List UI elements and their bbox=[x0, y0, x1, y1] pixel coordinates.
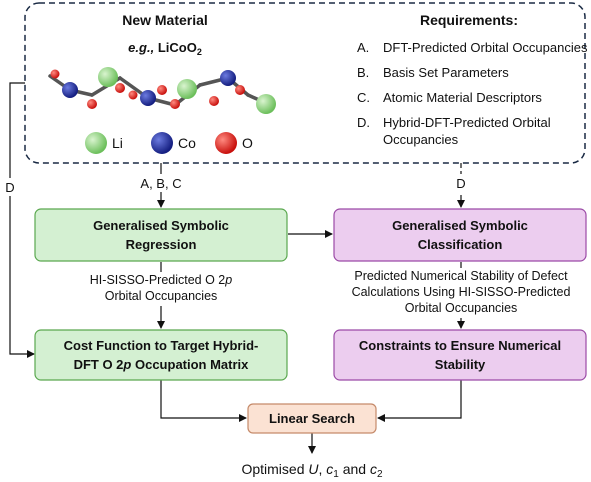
co-legend-label: Co bbox=[178, 135, 196, 151]
oxygen-atom bbox=[87, 99, 97, 109]
d-edge-label-left: D bbox=[5, 180, 14, 195]
lithium-atom bbox=[98, 67, 118, 87]
cost-box-line1: Cost Function to Target Hybrid- bbox=[64, 338, 259, 353]
requirement-text: DFT-Predicted Orbital Occupancies bbox=[383, 40, 588, 55]
requirement-marker: A. bbox=[357, 40, 369, 55]
regression-box-line2: Regression bbox=[126, 237, 197, 252]
o-legend-label: O bbox=[242, 135, 253, 151]
regression-box-line1: Generalised Symbolic bbox=[93, 218, 229, 233]
new-material-heading: New Material bbox=[122, 12, 208, 28]
oxygen-atom bbox=[128, 90, 138, 100]
example-line: e.g., LiCoO2 bbox=[128, 40, 202, 57]
abc-edge-label: A, B, C bbox=[140, 176, 181, 191]
lithium-atom bbox=[177, 79, 197, 99]
oxygen-atom bbox=[209, 96, 219, 106]
linear-search-box: Linear Search bbox=[247, 403, 377, 434]
input-panel bbox=[24, 2, 586, 164]
requirement-marker: C. bbox=[357, 90, 370, 105]
regression-output-label: HI-SISSO-Predicted O 2p bbox=[90, 273, 232, 287]
regression-box: Generalised Symbolic Regression bbox=[34, 208, 288, 262]
li-legend-swatch bbox=[85, 132, 107, 154]
classification-box-line2: Classification bbox=[418, 237, 503, 252]
output-label: Optimised U, c1 and c2 bbox=[241, 461, 383, 480]
oxygen-atom bbox=[235, 85, 245, 95]
cost-box-line2: DFT O 2p Occupation Matrix bbox=[74, 357, 250, 372]
classification-output-label-line3: Orbital Occupancies bbox=[405, 301, 518, 315]
requirement-text: Atomic Material Descriptors bbox=[383, 90, 542, 105]
o-legend-swatch bbox=[215, 132, 237, 154]
lithium-atom bbox=[256, 94, 276, 114]
cobalt-atom bbox=[140, 90, 156, 106]
requirement-marker: D. bbox=[357, 115, 370, 130]
requirement-text: Basis Set Parameters bbox=[383, 65, 509, 80]
requirements-list: Requirements: A. DFT-Predicted Orbital O… bbox=[357, 12, 588, 147]
requirement-text: Hybrid-DFT-Predicted Orbital bbox=[383, 115, 551, 130]
classification-output-label-line2: Calculations Using HI-SISSO-Predicted bbox=[352, 285, 571, 299]
requirements-heading: Requirements: bbox=[420, 12, 518, 28]
cobalt-atom bbox=[62, 82, 78, 98]
licoo2-structure bbox=[48, 67, 276, 114]
requirement-marker: B. bbox=[357, 65, 369, 80]
linear-search-label: Linear Search bbox=[269, 411, 355, 426]
co-legend-swatch bbox=[151, 132, 173, 154]
oxygen-atom bbox=[50, 69, 60, 79]
atom-legend: Li Co O bbox=[85, 132, 253, 154]
classification-box-line1: Generalised Symbolic bbox=[392, 218, 528, 233]
requirement-text-continued: Occupancies bbox=[383, 132, 459, 147]
d-edge-label-right: D bbox=[456, 176, 465, 191]
regression-output-label-line2: Orbital Occupancies bbox=[105, 289, 218, 303]
oxygen-atom bbox=[157, 85, 167, 95]
cost-function-box: Cost Function to Target Hybrid- DFT O 2p… bbox=[34, 329, 288, 381]
constraints-box-line2: Stability bbox=[435, 357, 486, 372]
li-legend-label: Li bbox=[112, 135, 123, 151]
constraints-box-line1: Constraints to Ensure Numerical bbox=[359, 338, 561, 353]
oxygen-atom bbox=[115, 83, 125, 93]
constraints-box: Constraints to Ensure Numerical Stabilit… bbox=[333, 329, 587, 381]
classification-output-label: Predicted Numerical Stability of Defect bbox=[354, 269, 568, 283]
cobalt-atom bbox=[220, 70, 236, 86]
classification-box: Generalised Symbolic Classification bbox=[333, 208, 587, 262]
oxygen-atom bbox=[170, 99, 180, 109]
